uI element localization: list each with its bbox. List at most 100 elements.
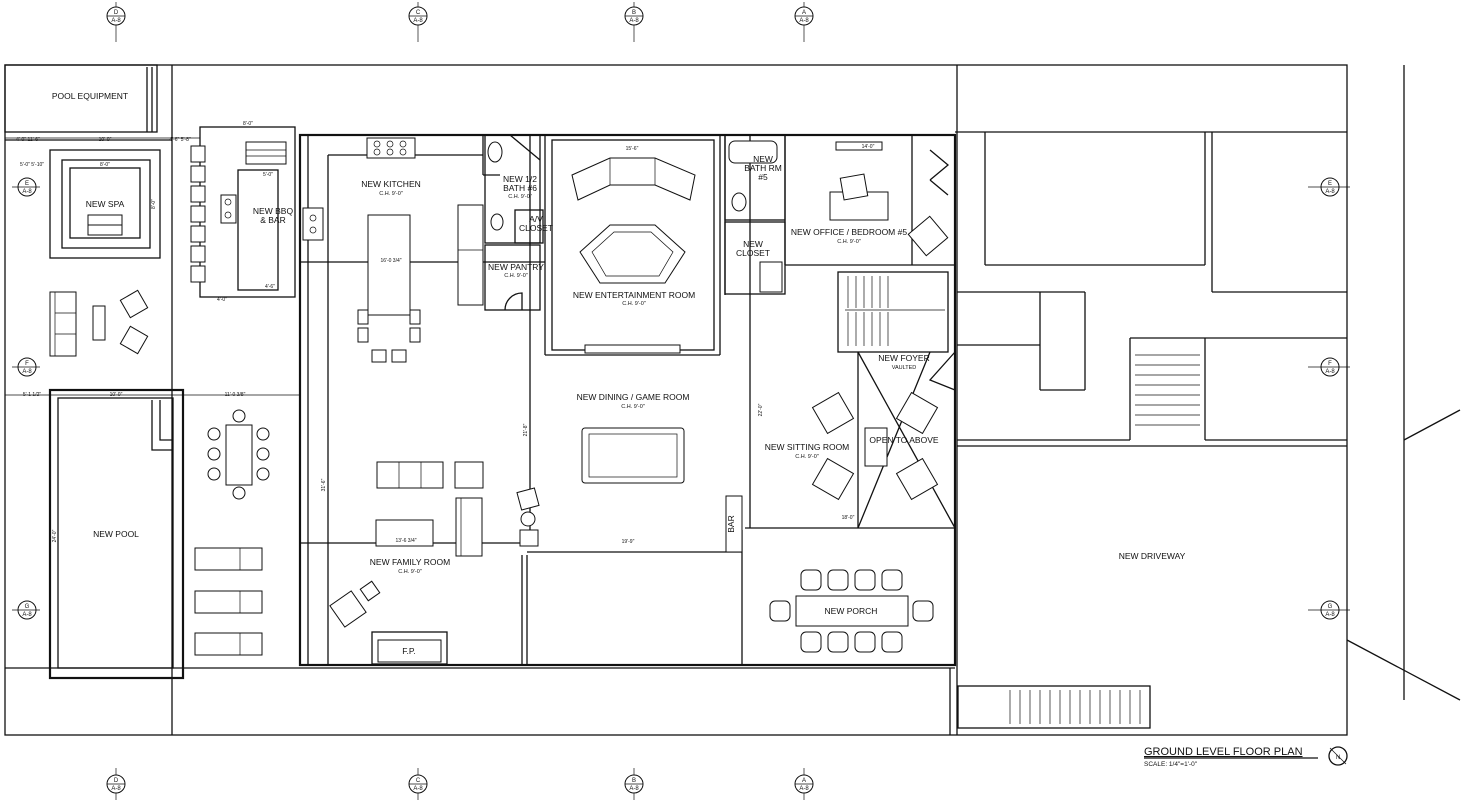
svg-text:G: G (1328, 604, 1333, 610)
sitting-furniture (811, 391, 939, 501)
label-family-ch: C.H. 9'-0" (398, 569, 422, 575)
section-marker: G A-8 (1308, 600, 1350, 620)
svg-text:14'-0": 14'-0" (862, 144, 875, 150)
label-half-bath-num: BATH #6 (503, 183, 537, 193)
driveway-ramp (957, 685, 1151, 729)
section-markers-bottom: D A-8 C A-8 B A-8 A A-8 (106, 768, 814, 800)
svg-text:4'-6": 4'-6" (265, 284, 275, 290)
section-marker: C A-8 (408, 768, 428, 800)
label-entertainment-ch: C.H. 9'-0" (622, 301, 646, 307)
svg-text:4'-0" 11'-6": 4'-0" 11'-6" (16, 137, 40, 143)
label-bbq-bar: & BAR (260, 215, 286, 225)
svg-text:10'-0": 10'-0" (99, 137, 112, 143)
patio-seating (49, 289, 149, 357)
svg-text:19'-9": 19'-9" (622, 539, 635, 545)
svg-text:8'-0": 8'-0" (100, 162, 110, 168)
pool (48, 388, 185, 680)
label-closet: NEW (743, 239, 763, 249)
svg-text:18'-0": 18'-0" (842, 515, 855, 521)
label-av-closet: CLOSET (519, 223, 553, 233)
svg-text:5'-0" 5'-10": 5'-0" 5'-10" (20, 162, 44, 168)
svg-text:A-8: A-8 (22, 189, 32, 195)
label-sitting: NEW SITTING ROOM (765, 442, 850, 452)
svg-text:A-8: A-8 (1325, 189, 1335, 195)
svg-text:A-8: A-8 (22, 369, 32, 375)
label-kitchen: NEW KITCHEN (361, 179, 421, 189)
porch-furniture (769, 569, 934, 653)
svg-text:22'-0": 22'-0" (758, 403, 764, 416)
label-av: A/V (529, 214, 543, 224)
svg-text:A: A (802, 778, 806, 784)
plan-title: GROUND LEVEL FLOOR PLAN (1144, 746, 1303, 758)
house-walls (298, 133, 957, 667)
label-spa: NEW SPA (86, 199, 125, 209)
driveway-structures (957, 132, 1347, 729)
north-arrow-icon (1328, 746, 1348, 766)
bbq-bar (190, 126, 296, 298)
svg-text:A-8: A-8 (111, 18, 121, 24)
label-dining: NEW DINING / GAME ROOM (577, 392, 690, 402)
room-labels: POOL EQUIPMENT NEW SPA NEW BBQ & BAR NEW… (52, 91, 1186, 656)
svg-text:10'-0": 10'-0" (110, 392, 123, 398)
section-marker: B A-8 (624, 768, 644, 800)
label-bath5: NEW (753, 154, 773, 164)
spa (49, 149, 161, 259)
svg-text:8'-0": 8'-0" (151, 199, 157, 209)
svg-text:D: D (114, 10, 119, 16)
svg-text:D: D (114, 778, 119, 784)
section-marker: A A-8 (794, 768, 814, 800)
section-marker: D A-8 (106, 2, 126, 42)
section-marker: F A-8 (1308, 357, 1350, 377)
label-driveway: NEW DRIVEWAY (1119, 551, 1186, 561)
section-marker: A A-8 (794, 2, 814, 42)
svg-text:C: C (416, 778, 421, 784)
label-half-bath: NEW 1/2 (503, 174, 537, 184)
svg-text:A-8: A-8 (799, 786, 809, 792)
section-marker: B A-8 (624, 2, 644, 42)
svg-text:A: A (802, 10, 806, 16)
label-fireplace: F.P. (402, 646, 416, 656)
svg-text:A-8: A-8 (629, 786, 639, 792)
label-entertainment: NEW ENTERTAINMENT ROOM (573, 290, 695, 300)
label-office-ch: C.H. 9'-0" (837, 239, 861, 245)
entry-steps (1135, 354, 1200, 426)
label-family: NEW FAMILY ROOM (370, 557, 450, 567)
svg-text:21'-8": 21'-8" (523, 423, 529, 436)
pool-equipment-area (4, 64, 172, 141)
section-marker: C A-8 (408, 2, 428, 42)
label-foyer-sub: VAULTED (892, 365, 917, 371)
svg-text:15'-6": 15'-6" (626, 146, 639, 152)
section-markers-top: D A-8 C A-8 B A-8 A A-8 (106, 2, 814, 42)
svg-text:A-8: A-8 (799, 18, 809, 24)
office-furniture (829, 141, 949, 257)
label-open-above: OPEN TO ABOVE (869, 435, 938, 445)
label-porch: NEW PORCH (825, 606, 878, 616)
svg-text:F: F (25, 361, 29, 367)
label-foyer: NEW FOYER (878, 353, 929, 363)
label-pantry-ch: C.H. 9'-0" (504, 273, 528, 279)
label-pool: NEW POOL (93, 529, 139, 539)
svg-text:A-8: A-8 (413, 18, 423, 24)
svg-text:5'-0": 5'-0" (263, 172, 273, 178)
label-bath5-rm: BATH RM (744, 163, 782, 173)
svg-text:E: E (1328, 181, 1332, 187)
plan-scale: SCALE: 1/4"=1'-0" (1144, 761, 1198, 768)
entertainment-furniture (571, 157, 696, 354)
label-bar: BAR (726, 515, 736, 532)
label-closet-2: CLOSET (736, 248, 770, 258)
svg-text:11'-0 3/8": 11'-0 3/8" (225, 392, 246, 398)
pool-deck-furniture (194, 409, 270, 656)
stair-treads (845, 276, 945, 346)
label-bath5-num: #5 (758, 172, 768, 182)
svg-text:F: F (1328, 361, 1332, 367)
label-dining-ch: C.H. 9'-0" (621, 404, 645, 410)
island-stools (357, 309, 421, 363)
label-office: NEW OFFICE / BEDROOM #5 (791, 227, 907, 237)
svg-text:A-8: A-8 (1325, 612, 1335, 618)
svg-text:24'-0": 24'-0" (52, 529, 58, 542)
section-marker: E A-8 (1308, 177, 1350, 197)
section-markers-right: E A-8 F A-8 G A-8 (1308, 177, 1350, 620)
family-furniture (329, 461, 484, 665)
svg-text:A-8: A-8 (22, 612, 32, 618)
